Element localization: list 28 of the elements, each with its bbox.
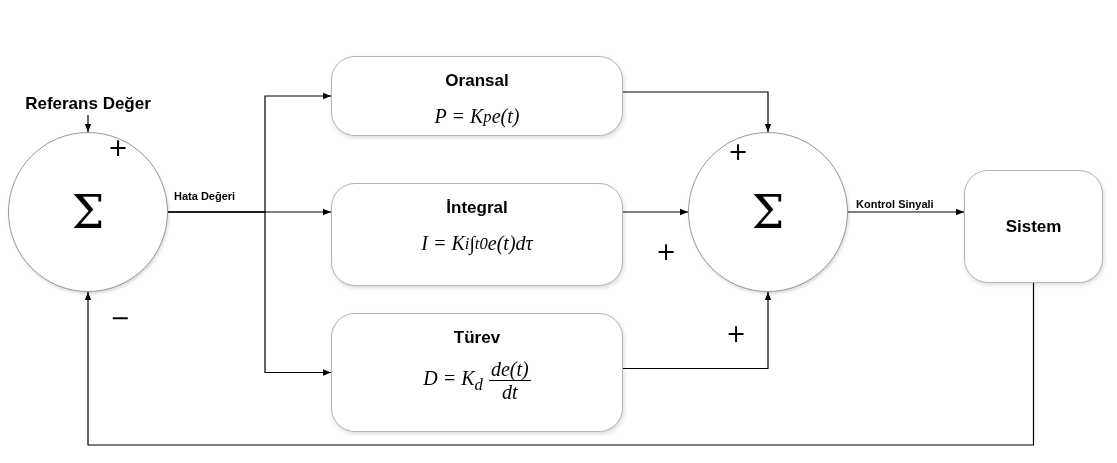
sign-label: − <box>110 306 131 330</box>
arrow <box>84 114 92 133</box>
block <box>331 56 623 136</box>
sign-label: + <box>726 322 747 346</box>
sign-label: + <box>728 140 749 164</box>
arrow <box>622 91 772 133</box>
fraction-numerator: de(t) <box>488 358 531 381</box>
block-title: İntegral <box>446 198 508 218</box>
input-label: Referans Değer <box>25 94 151 114</box>
arrow <box>84 282 1035 446</box>
block <box>331 313 623 432</box>
arrow <box>622 291 772 370</box>
sign-label: + <box>656 240 677 264</box>
block <box>331 183 623 286</box>
block-title: Sistem <box>1005 216 1062 237</box>
arrow <box>847 208 965 216</box>
sigma-symbol: Σ <box>751 185 785 239</box>
formula: D = K$_{d}$ <box>423 366 483 395</box>
edge-label: Hata Değeri <box>172 190 238 202</box>
arrow <box>622 208 689 216</box>
arrow <box>167 211 332 376</box>
sigma-symbol: Σ <box>71 185 105 239</box>
block <box>964 170 1103 283</box>
block-title: Oransal <box>445 71 509 91</box>
fraction-denominator: dt <box>501 381 519 403</box>
sign-label: + <box>108 136 129 160</box>
edge-label: Kontrol Sinyali <box>854 198 936 210</box>
block-title: Türev <box>453 328 501 348</box>
